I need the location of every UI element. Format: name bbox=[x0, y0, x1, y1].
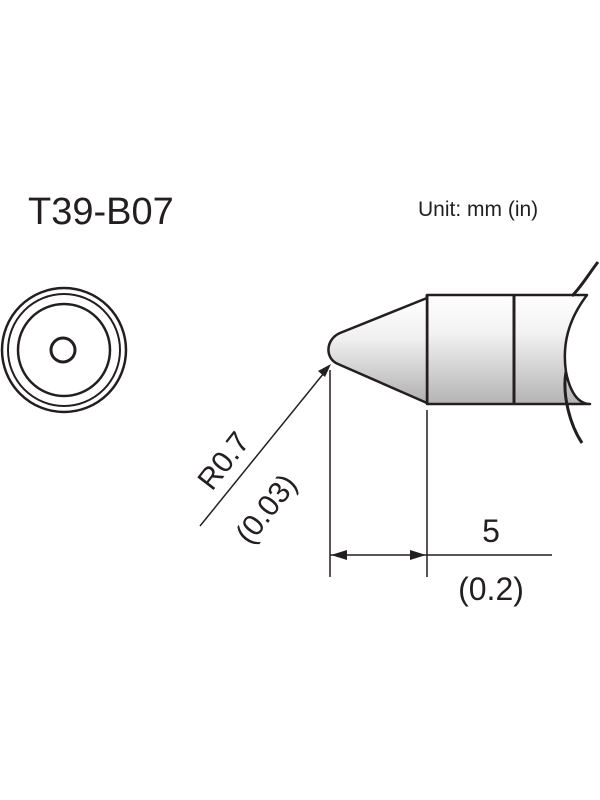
end-view-inner-ring bbox=[16, 302, 112, 398]
length-arrow-right bbox=[410, 550, 426, 560]
tip-body bbox=[425, 293, 592, 406]
unit-label: Unit: mm (in) bbox=[418, 198, 538, 221]
tip-cone bbox=[327, 296, 429, 405]
tip-side-view bbox=[327, 261, 600, 444]
radius-leader-line bbox=[199, 367, 329, 527]
radius-arrowhead bbox=[318, 364, 331, 377]
length-metric-label: 5 bbox=[482, 513, 500, 549]
model-title: T39-B07 bbox=[28, 191, 174, 233]
dimension-lines bbox=[199, 364, 552, 577]
length-arrow-left bbox=[331, 550, 347, 560]
radius-metric-label: R0.7 bbox=[192, 426, 257, 496]
shaft-break-bottom bbox=[563, 371, 584, 444]
length-imperial-label: (0.2) bbox=[458, 571, 524, 607]
tip-end-view bbox=[0, 286, 128, 414]
end-view-outer-ring bbox=[0, 286, 128, 414]
shaft-break-top bbox=[570, 261, 600, 298]
radius-imperial-label: (0.03) bbox=[230, 468, 304, 550]
end-view-tip-point bbox=[49, 336, 77, 364]
end-view-middle-ring bbox=[7, 293, 121, 407]
